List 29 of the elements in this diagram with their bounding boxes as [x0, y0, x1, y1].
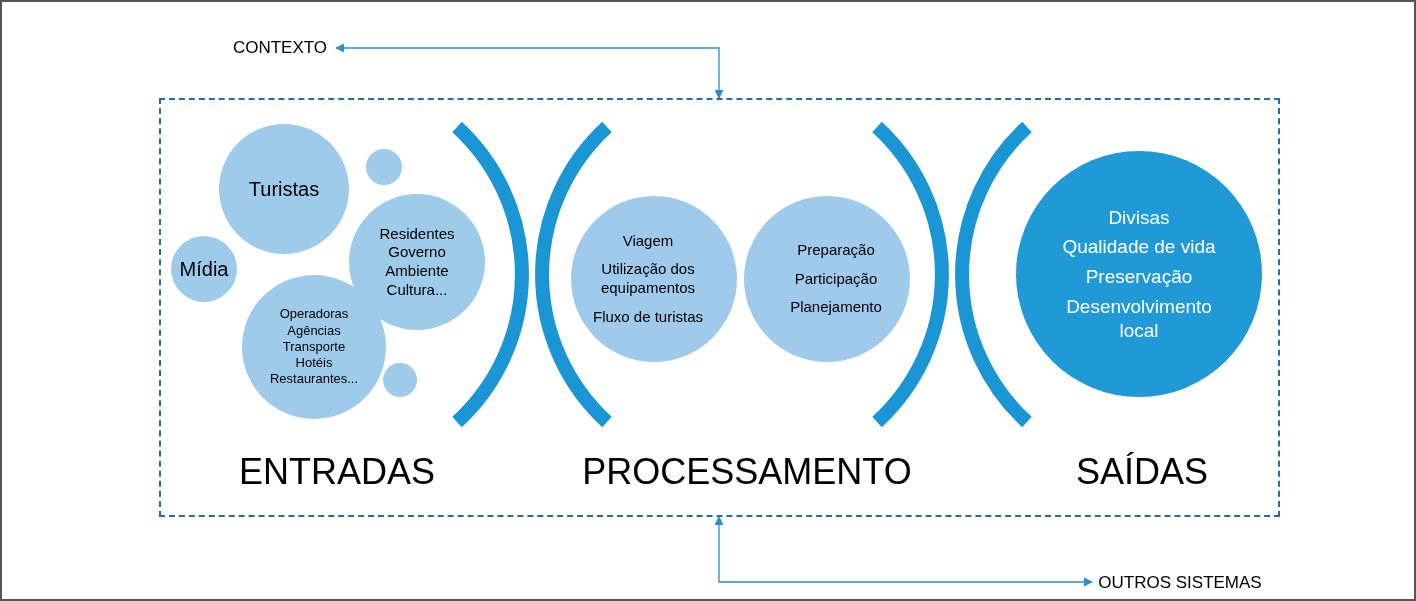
circle-text: Desenvolvimento local — [1065, 294, 1213, 343]
circle-text: Governo — [388, 243, 446, 262]
circle-text: Viagem — [622, 231, 674, 251]
circle-text: Turistas — [248, 176, 320, 202]
circle-text: Transporte — [282, 338, 346, 356]
circle-text: Residentes — [379, 224, 455, 244]
node-label: CONTEXTO — [224, 36, 336, 60]
stage-heading: SAÍDAS — [1076, 450, 1208, 494]
circle-text: Operadoras — [279, 306, 349, 323]
circle-text: Preparação — [797, 240, 875, 260]
stage-heading: ENTRADAS — [239, 450, 435, 494]
circle-text: Ambiente — [385, 262, 449, 281]
circle-text: Planejamento — [790, 298, 882, 318]
circle-text: Restaurantes... — [269, 371, 359, 388]
circle-text: Hotéis — [295, 355, 333, 372]
node-label: OUTROS SISTEMAS — [1092, 570, 1268, 596]
connector-arrow — [714, 516, 1093, 587]
circle-text: Preservação — [1085, 265, 1193, 289]
circle-text: Participação — [794, 269, 878, 289]
circle-text: Divisas — [1108, 205, 1170, 230]
dashed-system-boundary — [159, 98, 1280, 517]
circle-text: Qualidade de vida — [1062, 235, 1216, 260]
stage-heading: PROCESSAMENTO — [582, 450, 912, 494]
connector-arrow — [335, 43, 724, 99]
circle-text: Mídia — [179, 256, 229, 282]
circle-text: Utilização dos equipamentos — [599, 260, 697, 298]
circle-text: Cultura... — [386, 280, 448, 300]
circle-text: Agências — [287, 322, 341, 339]
circle-text: Fluxo de turistas — [592, 307, 703, 327]
